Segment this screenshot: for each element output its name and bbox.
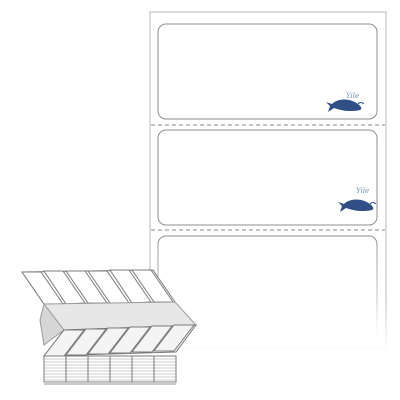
fanfold-stack-illustration xyxy=(21,269,198,385)
label-1 xyxy=(157,23,378,120)
brand-text-2: Yile xyxy=(356,187,369,195)
stack-second-sheet xyxy=(42,324,198,357)
whale-logo-icon xyxy=(338,199,374,212)
stack-fold xyxy=(39,301,198,346)
label-2 xyxy=(157,129,378,226)
stack-block xyxy=(43,355,177,385)
brand-text-1: Yile xyxy=(346,92,359,100)
brand-logo-1: Yile xyxy=(326,92,365,112)
stack-top-sheet xyxy=(21,269,176,305)
brand-logo-2: Yile xyxy=(338,187,377,212)
whale-logo-icon xyxy=(326,99,362,112)
